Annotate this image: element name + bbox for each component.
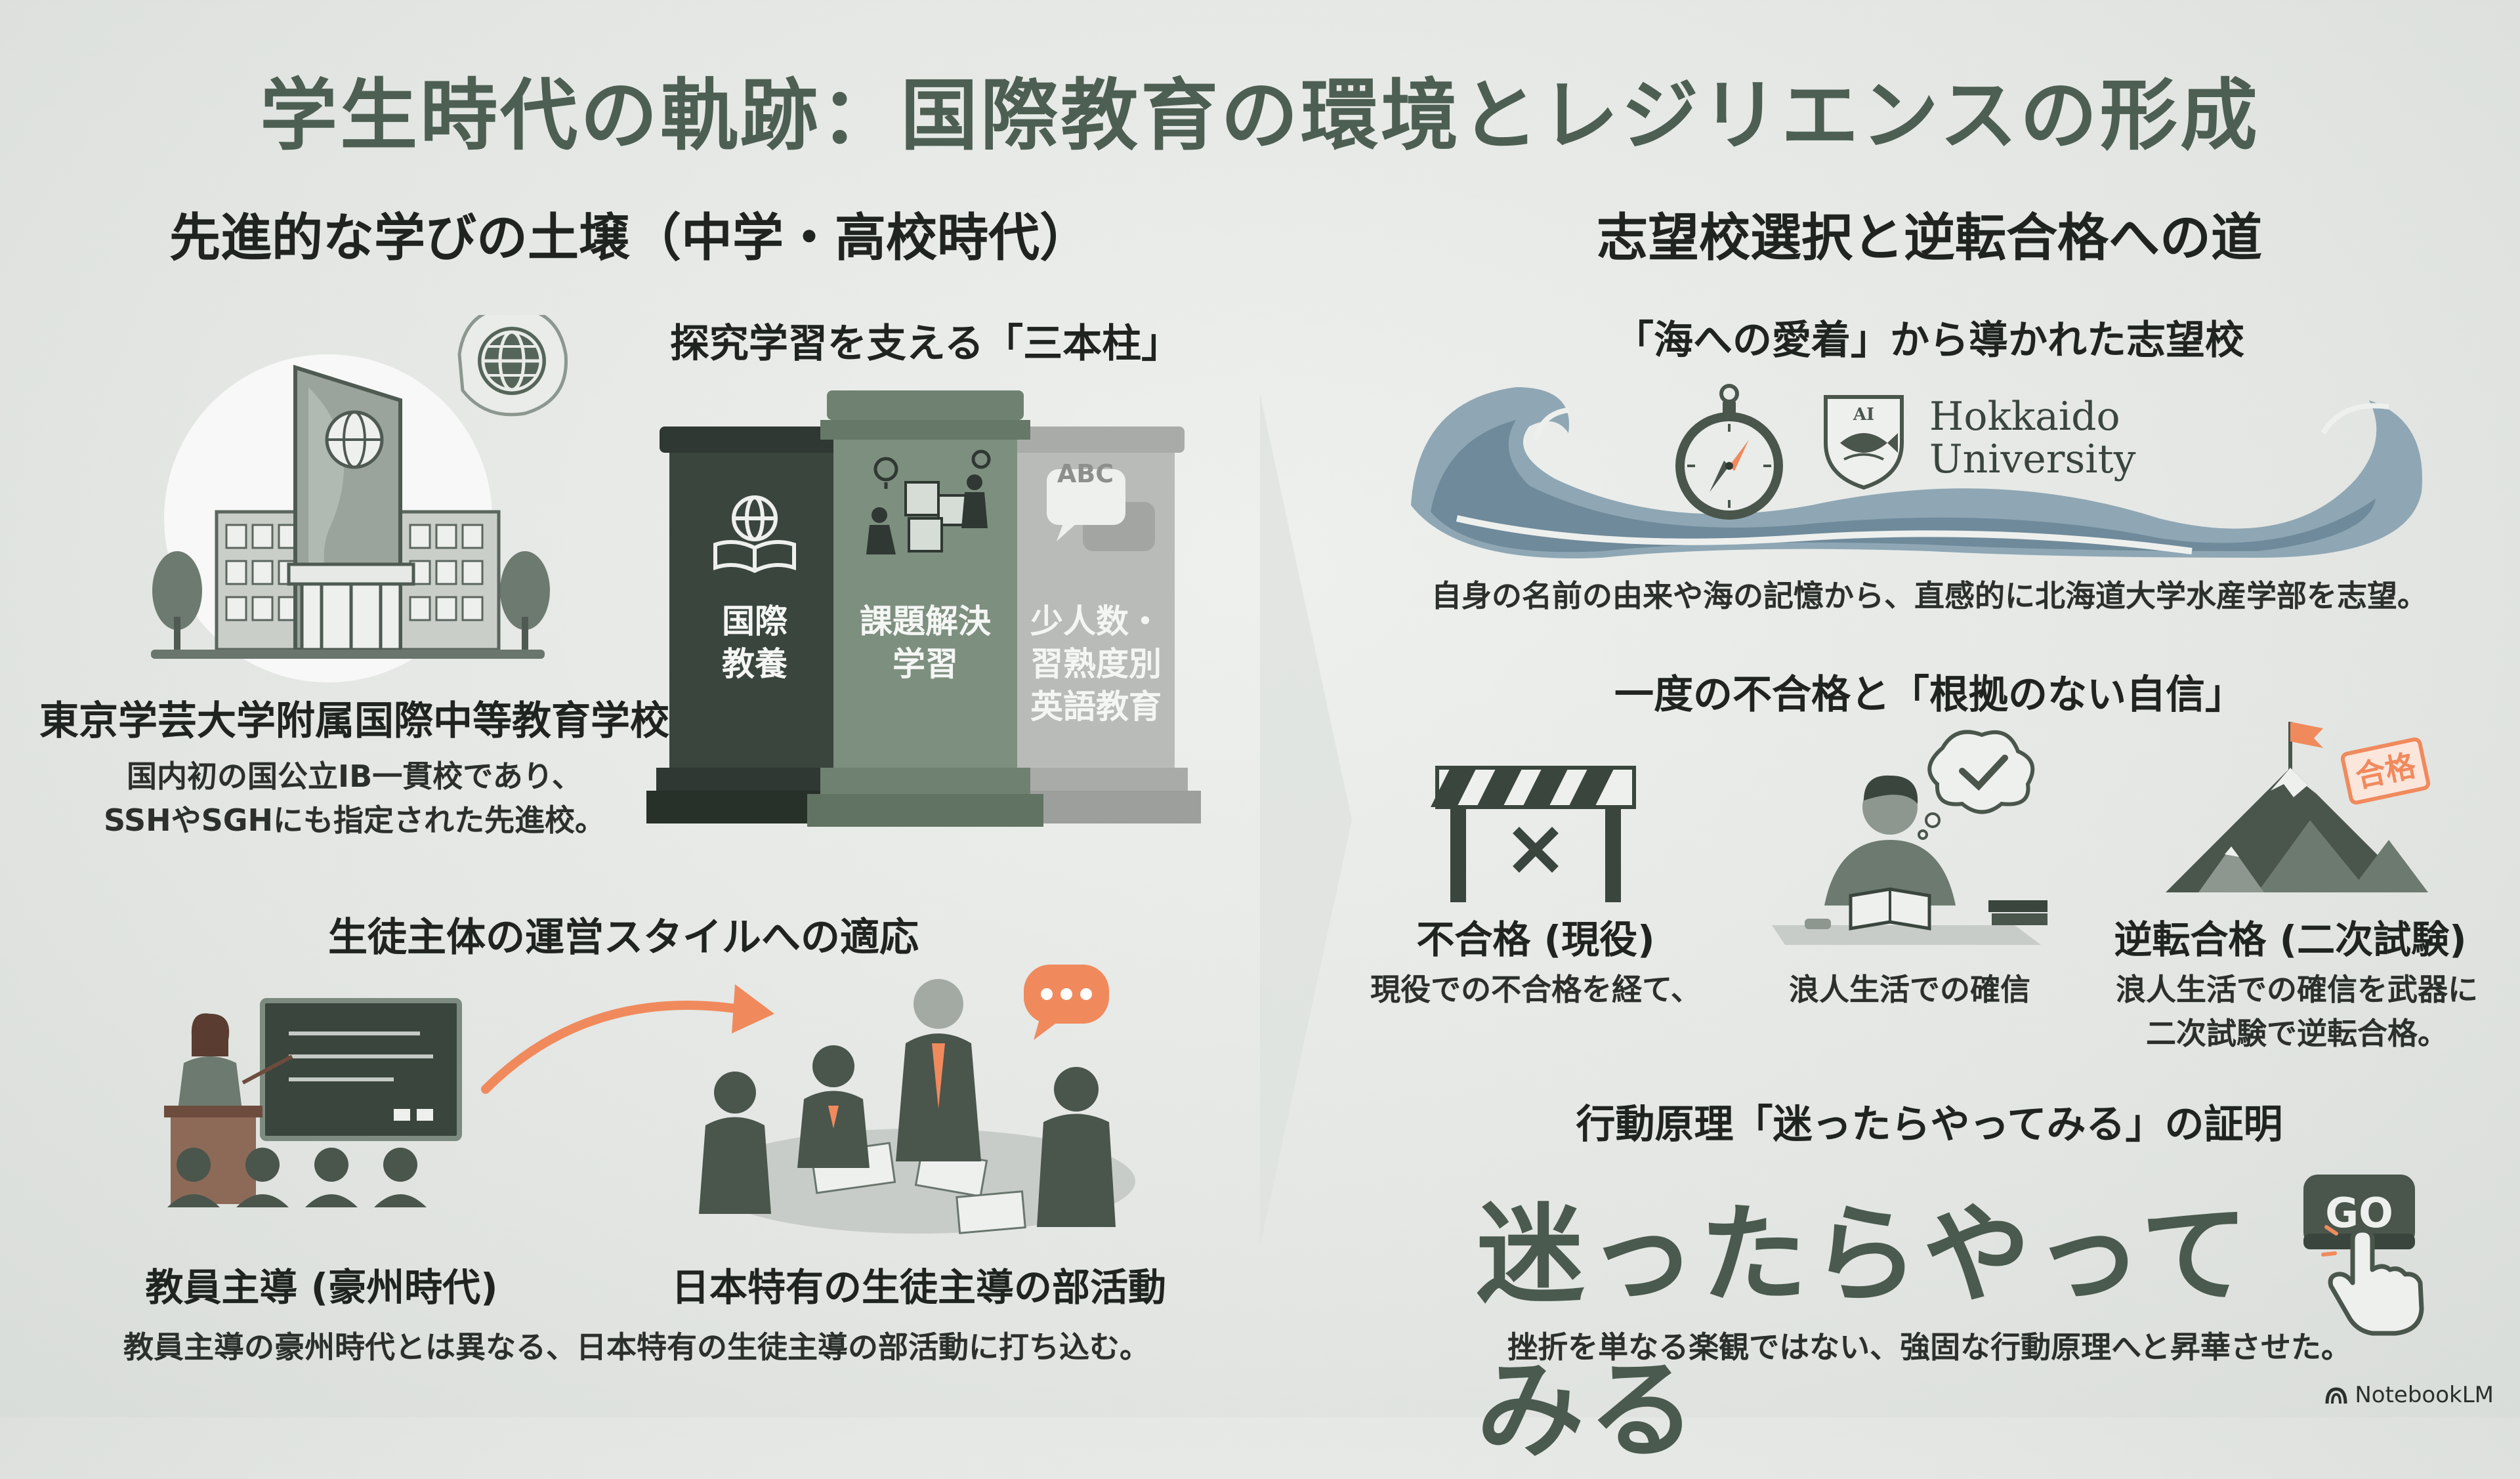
step-conviction-desc: 浪人生活での確信 [1789, 972, 2030, 1007]
school-description: 国内初の国公立IB一貫校であり、 SSHやSGHにも指定された先進校。 [39, 755, 669, 842]
page-title: 学生時代の軌跡：国際教育の環境とレジリエンスの形成 [260, 70, 2260, 161]
student-led-label: 日本特有の生徒主導の部活動 [671, 1265, 1166, 1310]
teacher-led-classroom-illustration [164, 998, 462, 1207]
compass-icon [1675, 384, 1783, 520]
principle-description: 挫折を単なる楽観ではない、強固な行動原理へと昇華させた。 [1507, 1329, 2351, 1365]
notebooklm-logo-icon [2325, 1387, 2347, 1404]
footer-brand: NotebookLM [2324, 1382, 2494, 1408]
sea-heading: 「海への愛着」から導かれた志望校 [1614, 318, 2244, 364]
school-desc-line2: SSHやSGHにも指定された先進校。 [103, 802, 606, 838]
step-pass-desc-line1: 浪人生活での確信を武器に [2116, 972, 2478, 1007]
globe-book-icon [713, 495, 796, 573]
principle-big-text: 迷ったらやってみる [1477, 1192, 2252, 1473]
principle-heading: 行動原理「迷ったらやってみる」の証明 [1576, 1102, 2283, 1148]
logo-line1: Hokkaido [1929, 394, 2120, 440]
footer-brand-text: NotebookLM [2355, 1382, 2494, 1408]
adapt-summary: 教員主導の豪州時代とは異なる、日本特有の生徒主導の部活動に打ち込む。 [123, 1329, 1150, 1365]
step-failed-desc: 現役での不合格を経て、 [1370, 972, 1701, 1007]
university-crest-icon [1824, 395, 1904, 490]
logo-line2: University [1929, 436, 2136, 482]
teacher-led-label: 教員主導 (豪州時代) [145, 1265, 498, 1310]
pillar-label-english: 少人数・ 習熟度別 英語教育 [1011, 600, 1181, 728]
step-failed-label: 不合格 (現役) [1416, 917, 1655, 962]
step-pass-desc-line2: 二次試験で逆転合格。 [2146, 1015, 2448, 1051]
pass-stamp-icon: 合格 [2340, 737, 2431, 805]
pillar-label-international: 国際 教養 [669, 600, 840, 686]
pillar-1-line1: 国際 [722, 602, 788, 640]
student-led-club-illustration [699, 965, 1135, 1234]
abc-speech-bubble-icon [1047, 469, 1155, 551]
school-building-illustration [151, 315, 568, 682]
mountain-summit-icon: 合格 [2166, 722, 2431, 892]
barrier-icon [1431, 766, 1636, 902]
pillar-3-line2: 習熟度別 [1030, 645, 1162, 683]
pillar-3-line1: 少人数・ [1030, 602, 1162, 640]
three-pillars-graphic: ABC [646, 390, 1201, 827]
checkmark-thought-bubble-icon [1918, 730, 2035, 840]
confidence-heading: 一度の不合格と「根拠のない自信」 [1614, 672, 2244, 718]
pillar-1-line2: 教養 [722, 645, 788, 683]
puzzle-teamwork-icon [866, 449, 991, 554]
section-divider-chevron [1260, 394, 1352, 1247]
transition-arrow-icon [481, 984, 774, 1094]
step-pass-desc: 浪人生活での確信を武器に 二次試験で逆転合格。 [2100, 968, 2494, 1055]
pillar-3-line3: 英語教育 [1030, 688, 1162, 726]
school-name: 東京学芸大学附属国際中等教育学校 [39, 698, 669, 744]
pillar-international [646, 427, 863, 823]
pillar-label-problem-solving: 課題解決 学習 [833, 600, 1017, 686]
left-heading: 先進的な学びの土壌（中学・高校時代） [169, 209, 1091, 268]
go-button-hand-icon: GO [2303, 1175, 2424, 1336]
sea-description: 自身の名前の由来や海の記憶から、直感的に北海道大学水産学部を志望。 [1431, 578, 2427, 614]
school-desc-line1: 国内初の国公立IB一貫校であり、 [127, 759, 582, 794]
adapt-heading: 生徒主体の運営スタイルへの適応 [328, 915, 919, 961]
crest-mark-text: AI [1853, 405, 1874, 425]
step-pass-label: 逆転合格 (二次試験) [2114, 917, 2467, 962]
abc-icon-text: ABC [1057, 459, 1114, 488]
studying-student-icon [1772, 730, 2048, 945]
pillar-2-line1: 課題解決 [860, 602, 991, 640]
globe-badge-icon [457, 315, 568, 417]
pillar-2-line2: 学習 [892, 645, 958, 683]
pillars-heading: 探究学習を支える「三本柱」 [669, 321, 1181, 367]
speech-bubble-icon [1024, 965, 1109, 1040]
ocean-wave-illustration: AI Hokkaido University [1411, 384, 2422, 558]
right-heading: 志望校選択と逆転合格への道 [1596, 209, 2262, 268]
